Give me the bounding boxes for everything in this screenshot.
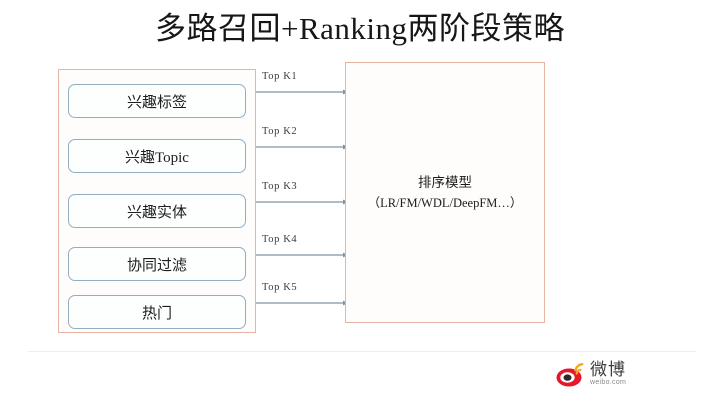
recall-channel-box[interactable]: 兴趣标签 — [68, 84, 246, 118]
weibo-url-label: weibo.com — [590, 379, 627, 386]
recall-channel-box[interactable]: 协同过滤 — [68, 247, 246, 281]
ranking-stage-container[interactable]: 排序模型 （LR/FM/WDL/DeepFM…） — [345, 62, 545, 323]
recall-channel-box[interactable]: 兴趣实体 — [68, 194, 246, 228]
topk-label: Top K1 — [262, 71, 298, 82]
topk-label: Top K5 — [262, 282, 298, 293]
topk-label: Top K4 — [262, 234, 298, 245]
recall-channel-label: 兴趣实体 — [126, 204, 187, 221]
recall-channel-label: 兴趣Topic — [125, 149, 189, 166]
recall-to-ranking-connector: Top K5 — [256, 282, 350, 312]
arrow-icon — [256, 199, 349, 205]
recall-to-ranking-connector: Top K1 — [256, 71, 350, 101]
recall-to-ranking-connector: Top K3 — [256, 181, 350, 211]
recall-channel-label: 兴趣标签 — [126, 94, 187, 111]
recall-channel-label: 热门 — [141, 305, 172, 322]
topk-label: Top K2 — [262, 126, 298, 137]
topk-label: Top K3 — [262, 181, 298, 192]
page-title: 多路召回+Ranking两阶段策略 — [154, 11, 566, 46]
recall-channel-box[interactable]: 兴趣Topic — [68, 139, 246, 173]
arrow-icon — [256, 144, 349, 150]
footer-divider — [28, 351, 696, 352]
ranking-model-subtitle: （LR/FM/WDL/DeepFM…） — [367, 195, 523, 210]
arrow-icon — [256, 300, 349, 306]
recall-to-ranking-connector: Top K4 — [256, 234, 350, 264]
recall-channel-box[interactable]: 热门 — [68, 295, 246, 329]
weibo-brand-label: 微博 — [590, 360, 626, 379]
recall-channel-label: 协同过滤 — [126, 257, 187, 274]
ranking-model-title: 排序模型 — [418, 174, 472, 190]
weibo-text-block: 微博 weibo.com — [590, 361, 626, 387]
arrow-icon — [256, 89, 349, 95]
weibo-logo-icon — [556, 361, 586, 387]
arrow-icon — [256, 252, 349, 258]
recall-to-ranking-connector: Top K2 — [256, 126, 350, 156]
weibo-watermark: 微博 weibo.com — [556, 358, 676, 390]
